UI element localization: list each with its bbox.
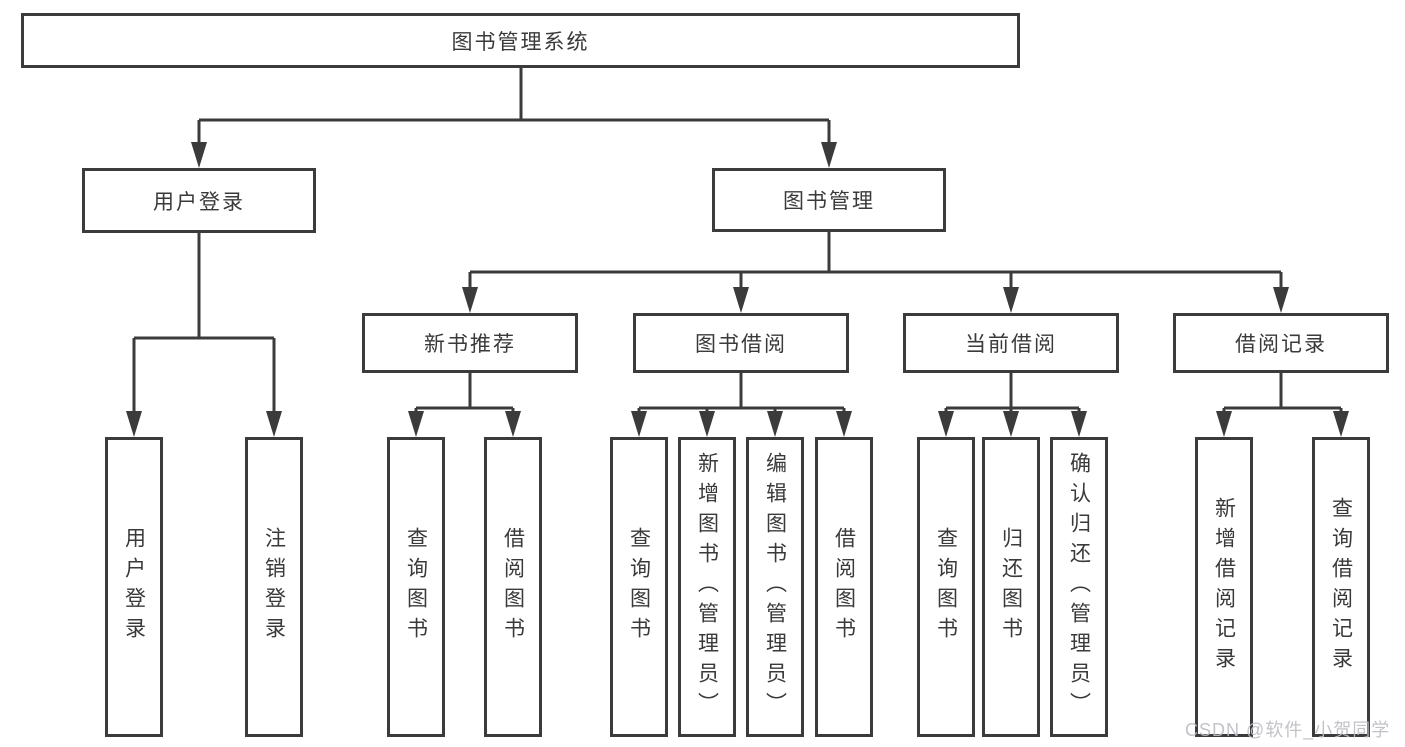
- leaf-query-books-current: 查询图书: [917, 437, 975, 737]
- arrowheads: [126, 142, 1349, 437]
- leaf-confirm-return-admin: 确认归还（管理员）: [1050, 437, 1108, 737]
- leaf-add-borrow-record: 新增借阅记录: [1195, 437, 1253, 737]
- leaf-query-books-recommend: 查询图书: [387, 437, 445, 737]
- node-new-book-recommendation: 新书推荐: [362, 313, 578, 373]
- node-book-borrowing: 图书借阅: [633, 313, 849, 373]
- node-book-management: 图书管理: [712, 168, 946, 232]
- node-borrowing-records: 借阅记录: [1173, 313, 1389, 373]
- leaf-user-login: 用户登录: [105, 437, 163, 737]
- leaf-logout: 注销登录: [245, 437, 303, 737]
- node-library-management-system: 图书管理系统: [21, 13, 1020, 68]
- leaf-return-book: 归还图书: [982, 437, 1040, 737]
- leaf-borrow-books-recommend: 借阅图书: [484, 437, 542, 737]
- node-current-borrowing: 当前借阅: [903, 313, 1119, 373]
- leaf-add-book-admin: 新增图书（管理员）: [678, 437, 736, 737]
- leaf-query-borrow-record: 查询借阅记录: [1312, 437, 1370, 737]
- csdn-watermark: CSDN @软件_小贺同学: [1185, 720, 1391, 740]
- leaf-edit-book-admin: 编辑图书（管理员）: [746, 437, 804, 737]
- leaf-query-books-borrow: 查询图书: [610, 437, 668, 737]
- node-user-login: 用户登录: [82, 168, 316, 233]
- leaf-borrow-books: 借阅图书: [815, 437, 873, 737]
